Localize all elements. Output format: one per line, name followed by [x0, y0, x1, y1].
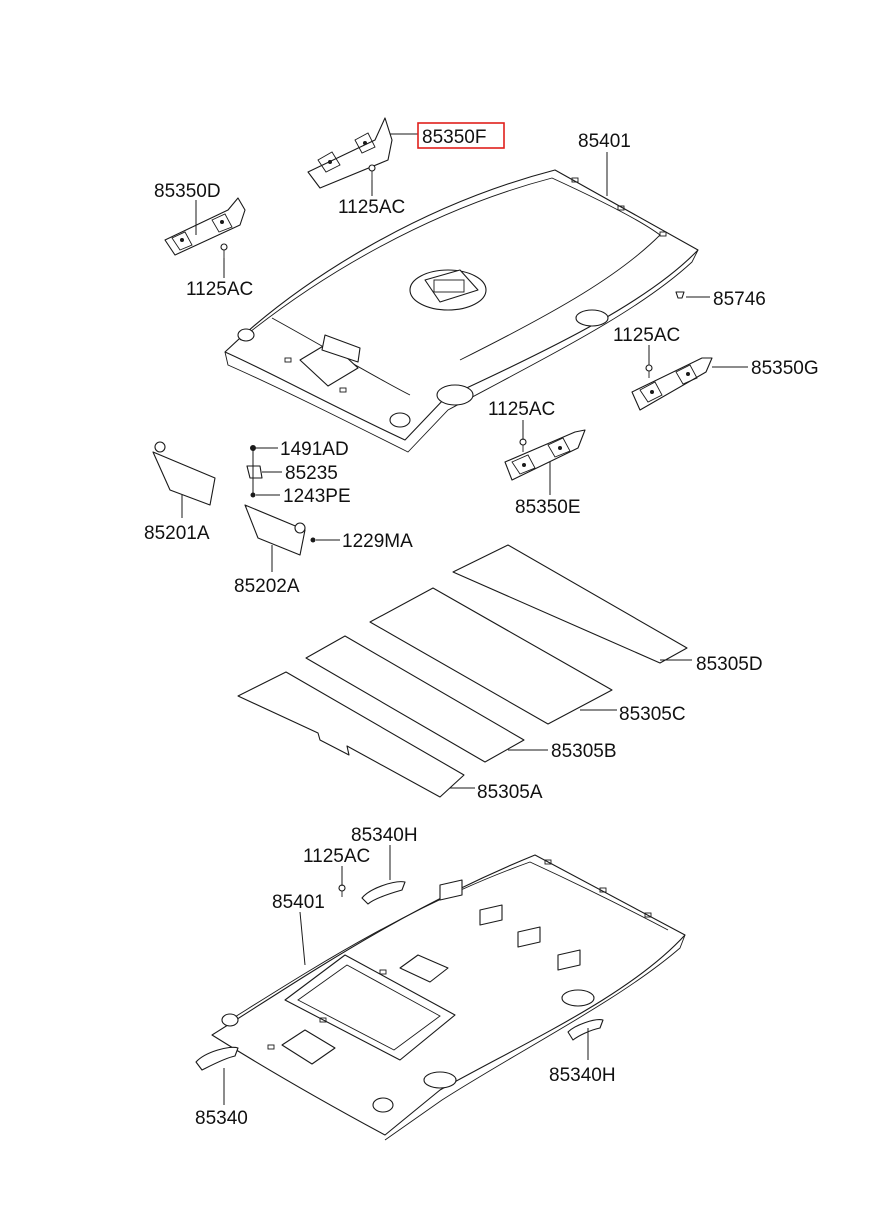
headliner-top [224, 169, 699, 453]
grip-85340H-top [361, 881, 406, 905]
label-85305B[interactable]: 85305B [551, 741, 617, 762]
label-1125AC-e[interactable]: 1125AC [303, 846, 370, 867]
grip-85340 [195, 1046, 239, 1071]
sunvisor-85201A [152, 441, 216, 506]
label-85401-bottom[interactable]: 85401 [272, 892, 325, 913]
label-1125AC-c[interactable]: 1125AC [613, 325, 680, 346]
pad-85305B [305, 635, 525, 763]
label-1243PE[interactable]: 1243PE [283, 486, 351, 507]
label-1125AC-b[interactable]: 1125AC [186, 279, 253, 300]
pad-85305A [237, 671, 465, 798]
pad-85305D [452, 544, 688, 664]
label-85340H-bottom[interactable]: 85340H [549, 1065, 616, 1086]
highlight-box-85350F [417, 122, 505, 149]
label-85746[interactable]: 85746 [713, 289, 766, 310]
label-1125AC-a[interactable]: 1125AC [338, 197, 405, 218]
headliner-bottom [211, 854, 686, 1141]
label-85350G[interactable]: 85350G [751, 358, 819, 379]
bracket-85350E [504, 429, 586, 481]
clip-85746 [675, 291, 685, 299]
part-labels: 85350F 85401 1125AC 85350D 1125AC 85746 … [144, 127, 819, 1129]
label-85201A[interactable]: 85201A [144, 523, 210, 544]
label-85235[interactable]: 85235 [285, 463, 338, 484]
label-85350F[interactable]: 85350F [422, 127, 486, 148]
pad-85305C [369, 587, 613, 725]
screw-1125AC-d [519, 438, 527, 452]
screw-1125AC-b [220, 243, 228, 258]
grip-85340H-bottom [567, 1019, 604, 1041]
bracket-85350G [631, 357, 713, 411]
label-85350E[interactable]: 85350E [515, 497, 581, 518]
label-85401-top[interactable]: 85401 [578, 131, 631, 152]
screw-1125AC-e [338, 884, 346, 897]
visor-hardware [246, 445, 316, 543]
label-85305C[interactable]: 85305C [619, 704, 686, 725]
sunvisor-85202A [244, 504, 306, 556]
label-1125AC-d[interactable]: 1125AC [488, 399, 555, 420]
label-85340H-top[interactable]: 85340H [351, 825, 418, 846]
screw-1125AC-c [645, 364, 653, 378]
label-1229MA[interactable]: 1229MA [342, 531, 413, 552]
label-85305A[interactable]: 85305A [477, 782, 543, 803]
bracket-85350D [164, 197, 246, 256]
label-85340[interactable]: 85340 [195, 1108, 248, 1129]
leader-lines [181, 133, 748, 1105]
bracket-85350F [307, 117, 393, 189]
label-85202A[interactable]: 85202A [234, 576, 300, 597]
label-85350D[interactable]: 85350D [154, 181, 221, 202]
label-85305D[interactable]: 85305D [696, 654, 763, 675]
label-1491AD[interactable]: 1491AD [280, 439, 349, 460]
screw-1125AC-a [368, 164, 376, 180]
